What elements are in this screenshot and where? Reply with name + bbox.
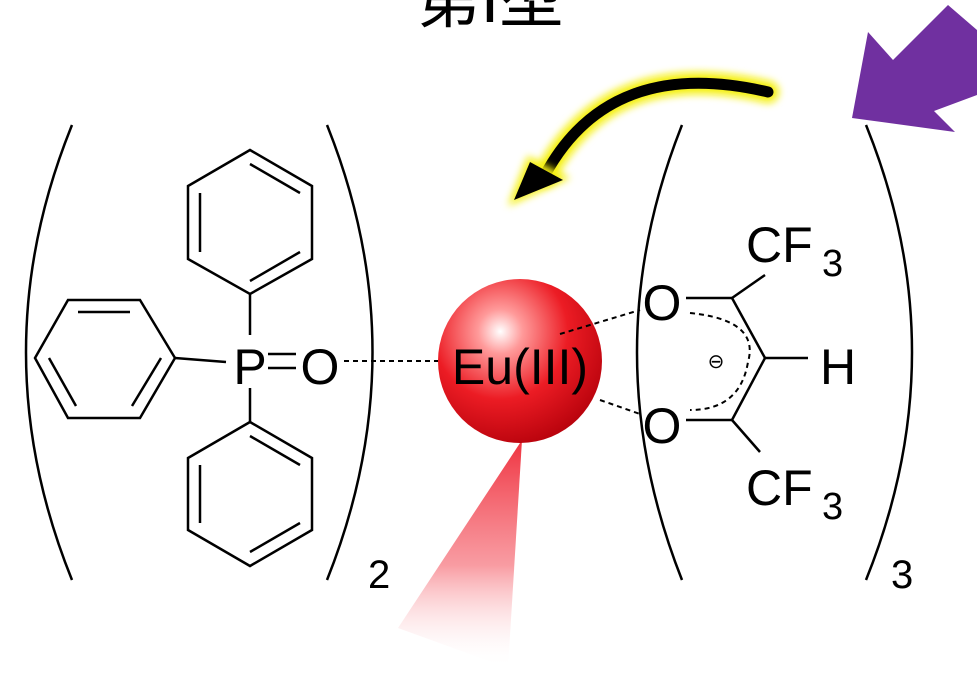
atom-hydrogen: H xyxy=(820,339,856,395)
ligand-b-count: 3 xyxy=(891,553,913,597)
arrow-down-left-icon xyxy=(852,5,977,132)
cf3-upper-subscript: 3 xyxy=(822,243,843,285)
coordination-bond-o-upper xyxy=(559,309,641,335)
atom-oxygen-phosphoryl: O xyxy=(301,339,340,395)
ligand-a-count: 2 xyxy=(368,553,390,597)
phosphorus-bonds xyxy=(174,294,296,422)
phenyl-ring-bottom xyxy=(186,420,314,568)
cf3-upper-label: CF xyxy=(746,217,813,273)
cf3-lower-label: CF xyxy=(746,460,813,516)
paren-right-a xyxy=(325,124,374,581)
diagram-title: 第I型 xyxy=(417,0,564,38)
curved-arrow-icon xyxy=(508,72,779,206)
atom-europium: Eu(III) xyxy=(452,339,588,395)
cf3-lower-subscript: 3 xyxy=(822,486,843,528)
metal-center-sphere xyxy=(438,279,602,443)
ligand-b-parentheses xyxy=(635,124,914,581)
paren-right-b xyxy=(864,124,914,581)
atom-oxygen-lower: O xyxy=(643,398,682,454)
ligand-a-parentheses xyxy=(24,124,374,581)
phenyl-ring-top xyxy=(186,148,314,296)
charge-symbol: ⊖ xyxy=(708,351,725,373)
paren-left-b xyxy=(635,124,684,581)
paren-left-a xyxy=(24,124,74,581)
coordination-bond-o-lower xyxy=(599,399,641,415)
atom-oxygen-upper: O xyxy=(643,275,682,331)
hfac-backbone xyxy=(686,273,808,453)
phenyl-ring-left xyxy=(33,298,177,420)
delocalization-arc xyxy=(689,312,751,411)
atom-phosphorus: P xyxy=(233,339,266,395)
emission-beam xyxy=(398,440,522,668)
